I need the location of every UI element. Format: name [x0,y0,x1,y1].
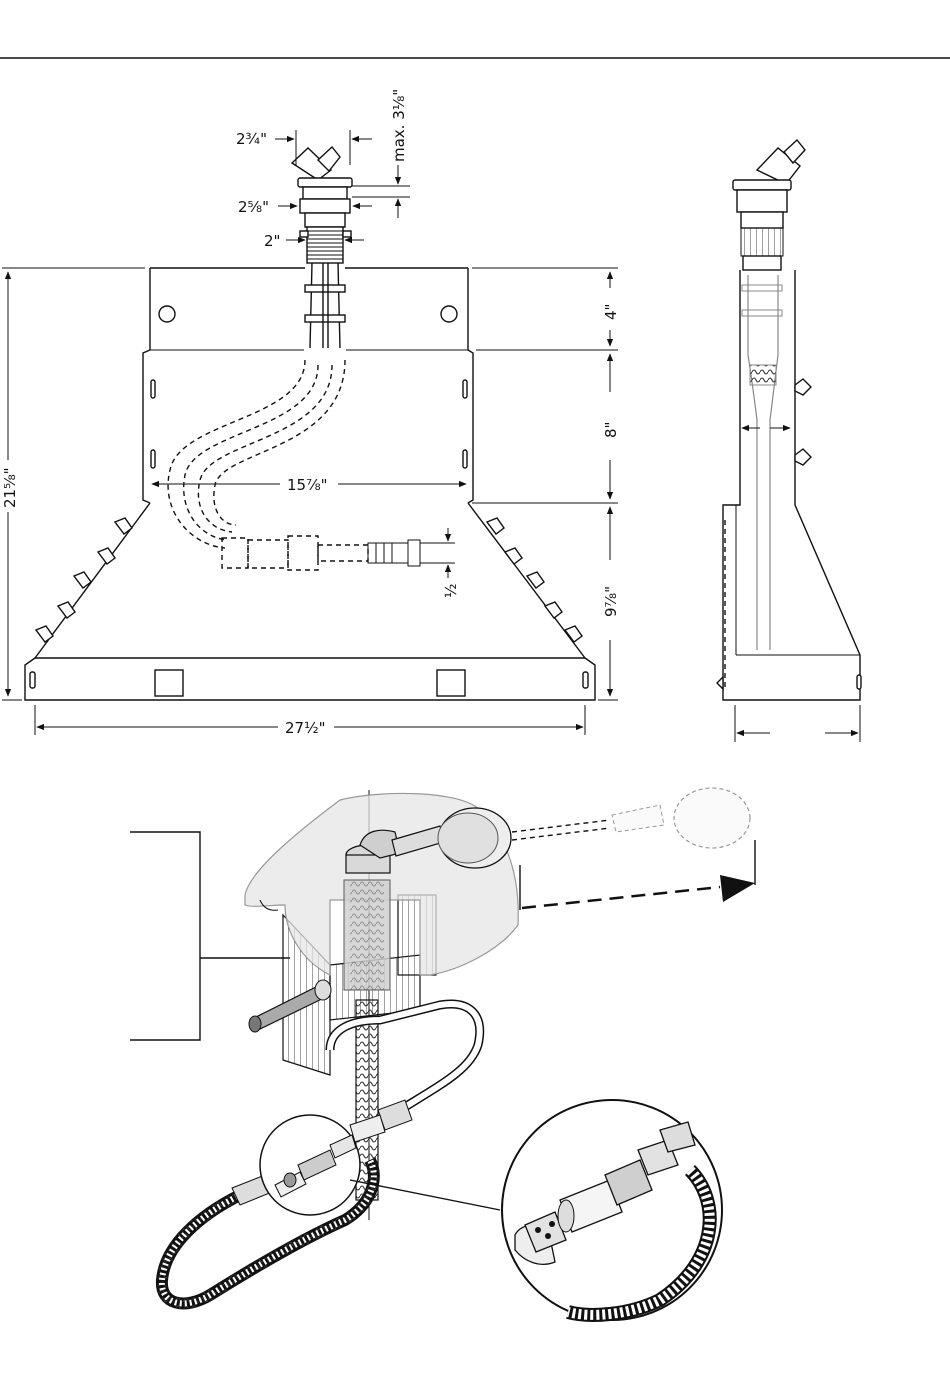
installation-view [130,788,755,1320]
front-view: 2¾" max. 3⅛" 2⅝" 2" 21⅝" [1,89,620,737]
dim-shank-width-label: 2" [264,232,280,250]
sink-base-section [25,503,595,700]
dim-bottom-section-label: 9⅞" [602,586,620,617]
hidden-hose-path [168,360,420,570]
dim-middle-section-label: 8" [602,422,620,438]
dim-hose-connection-label: ½ [442,583,460,598]
dim-base-width-label: 27½" [285,719,326,737]
dim-flange-width-label: 2⅝" [238,198,269,216]
installation-bracket [130,832,200,1040]
sink-top-section [143,268,473,503]
dim-top-section-label: 4" [602,304,620,320]
dim-max-height-label: max. 3⅛" [390,89,408,162]
dim-inner-width-label: 15⅞" [287,476,328,494]
outlet-head [292,147,352,348]
dim-total-height-label: 21⅝" [1,467,19,508]
dim-outlet-width-label: 2¾" [236,130,267,148]
side-view [717,140,861,742]
